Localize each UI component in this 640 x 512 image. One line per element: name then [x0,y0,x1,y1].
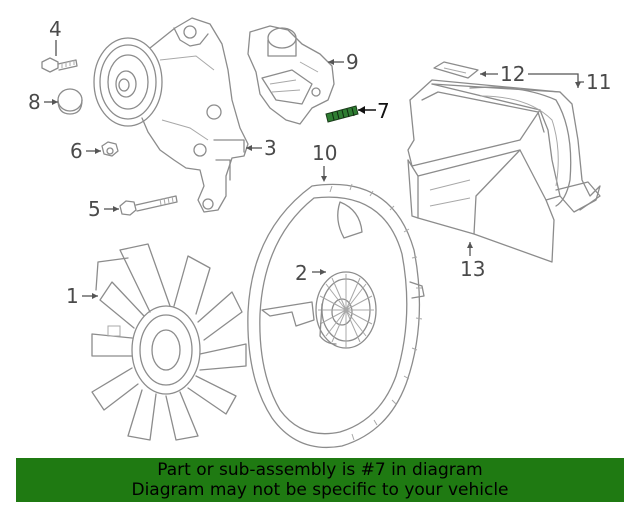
arrow-7 [358,106,365,114]
label-1[interactable]: 1 [66,284,79,308]
part-3-pump-assembly[interactable] [93,17,249,213]
label-3[interactable]: 3 [264,136,277,160]
arrow-9 [328,59,334,65]
part-8-cap[interactable] [57,88,83,115]
arrow-6 [95,148,101,154]
banner-line-2: Diagram may not be specific to your vehi… [131,480,509,500]
arrow-5 [113,206,119,212]
part-5-bolt[interactable] [119,195,178,216]
leader-11 [528,73,584,88]
arrow-13 [467,242,473,248]
part-7-stud[interactable] [325,105,359,123]
label-9[interactable]: 9 [346,50,359,74]
label-10[interactable]: 10 [312,141,337,165]
banner-line-1: Part or sub-assembly is #7 in diagram [157,460,483,480]
arrow-3 [246,145,252,151]
label-6[interactable]: 6 [70,139,83,163]
arrow-2 [320,269,326,275]
label-5[interactable]: 5 [88,197,101,221]
part-2-fan-clutch[interactable] [315,271,377,349]
label-4[interactable]: 4 [49,17,62,41]
part-12-clip[interactable] [433,61,479,79]
part-4-bolt[interactable] [41,57,78,73]
parts-diagram: 4 8 6 5 3 [28,17,611,449]
arrow-1 [92,293,98,299]
part-10-fan-ring[interactable] [247,183,425,449]
part-6-nut[interactable] [101,141,119,157]
part-1-fan-blade[interactable] [91,243,247,441]
arrow-11 [575,82,581,88]
info-banner: Part or sub-assembly is #7 in diagram Di… [16,458,624,502]
part-11-shroud[interactable] [407,79,601,263]
label-12[interactable]: 12 [500,62,525,86]
part-9-module[interactable] [247,25,335,125]
arrow-10 [321,176,327,182]
label-2[interactable]: 2 [295,261,308,285]
label-13[interactable]: 13 [460,257,485,281]
label-11[interactable]: 11 [586,70,611,94]
label-8[interactable]: 8 [28,90,41,114]
arrow-12 [480,71,486,77]
label-7[interactable]: 7 [377,99,390,123]
arrow-8 [52,99,58,105]
